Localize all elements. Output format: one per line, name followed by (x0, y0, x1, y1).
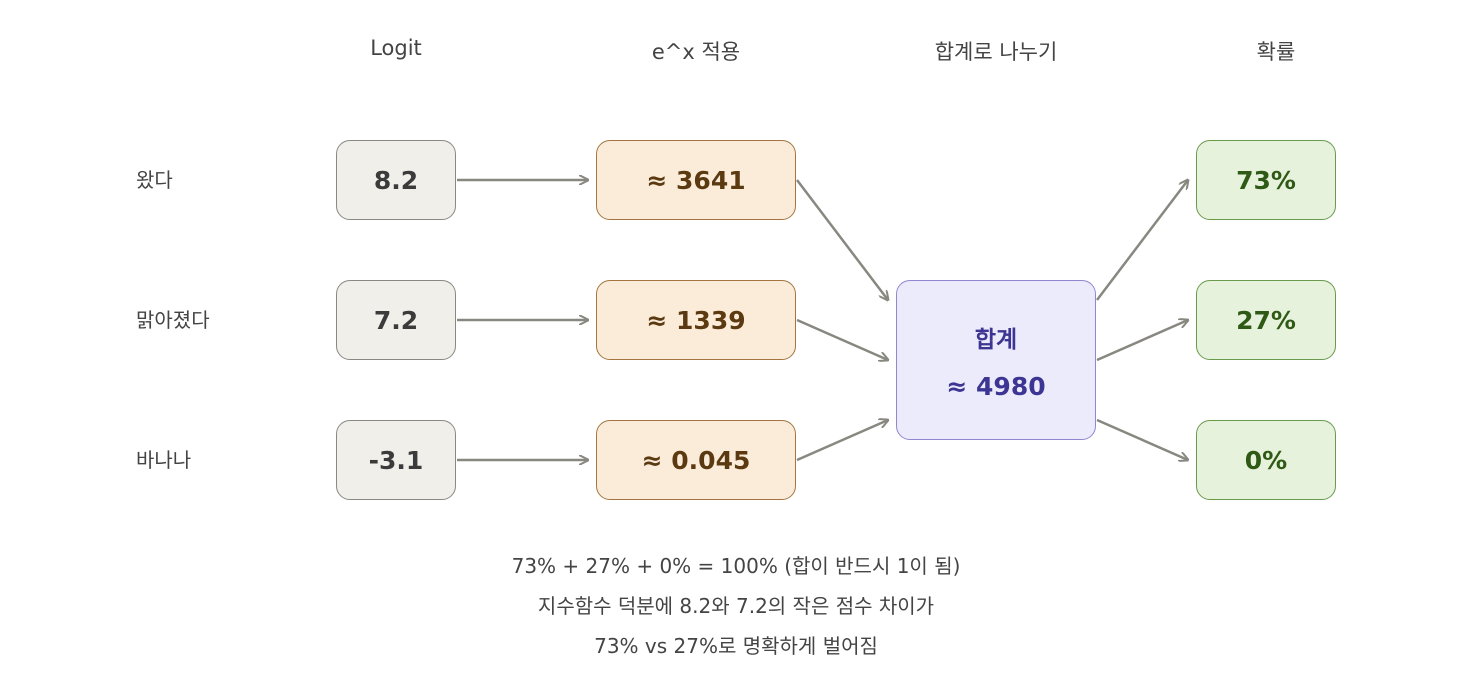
exp-box-3: ≈ 0.045 (596, 420, 796, 500)
exp-box-1: ≈ 3641 (596, 140, 796, 220)
note-line-2: 지수함수 덕분에 8.2와 7.2의 작은 점수 차이가 (537, 594, 935, 618)
note-line-1: 73% + 27% + 0% = 100% (합이 반드시 1이 됨) (511, 554, 961, 578)
arrow-sum-prob-2 (1096, 320, 1188, 362)
arrow-sum-prob-3 (1096, 418, 1188, 460)
row-label-2: 맑아졌다 (136, 308, 210, 332)
row-label-3: 바나나 (136, 448, 192, 472)
row-label-1: 왔다 (136, 168, 173, 192)
header-divide: 합계로 나누기 (934, 40, 1058, 64)
logit-box-1: 8.2 (336, 140, 456, 220)
header-exp: e^x 적용 (651, 40, 741, 64)
arrow-exp-sum-2 (796, 318, 888, 360)
header-logit: Logit (370, 36, 422, 60)
logit-box-2: 7.2 (336, 280, 456, 360)
arrow-sum-prob-1 (1096, 180, 1188, 301)
prob-box-3: 0% (1196, 420, 1336, 500)
prob-box-1: 73% (1196, 140, 1336, 220)
sum-box: 합계 ≈ 4980 (896, 280, 1096, 440)
prob-box-2: 27% (1196, 280, 1336, 360)
arrow-exp-sum-1 (796, 179, 888, 300)
exp-box-2: ≈ 1339 (596, 280, 796, 360)
note-line-3: 73% vs 27%로 명확하게 벌어짐 (594, 634, 878, 658)
arrow-exp-sum-3 (796, 420, 888, 462)
sum-title: 합계 (974, 326, 1018, 353)
header-probability: 확률 (1256, 40, 1296, 64)
logit-box-3: -3.1 (336, 420, 456, 500)
sum-value: ≈ 4980 (946, 371, 1046, 401)
